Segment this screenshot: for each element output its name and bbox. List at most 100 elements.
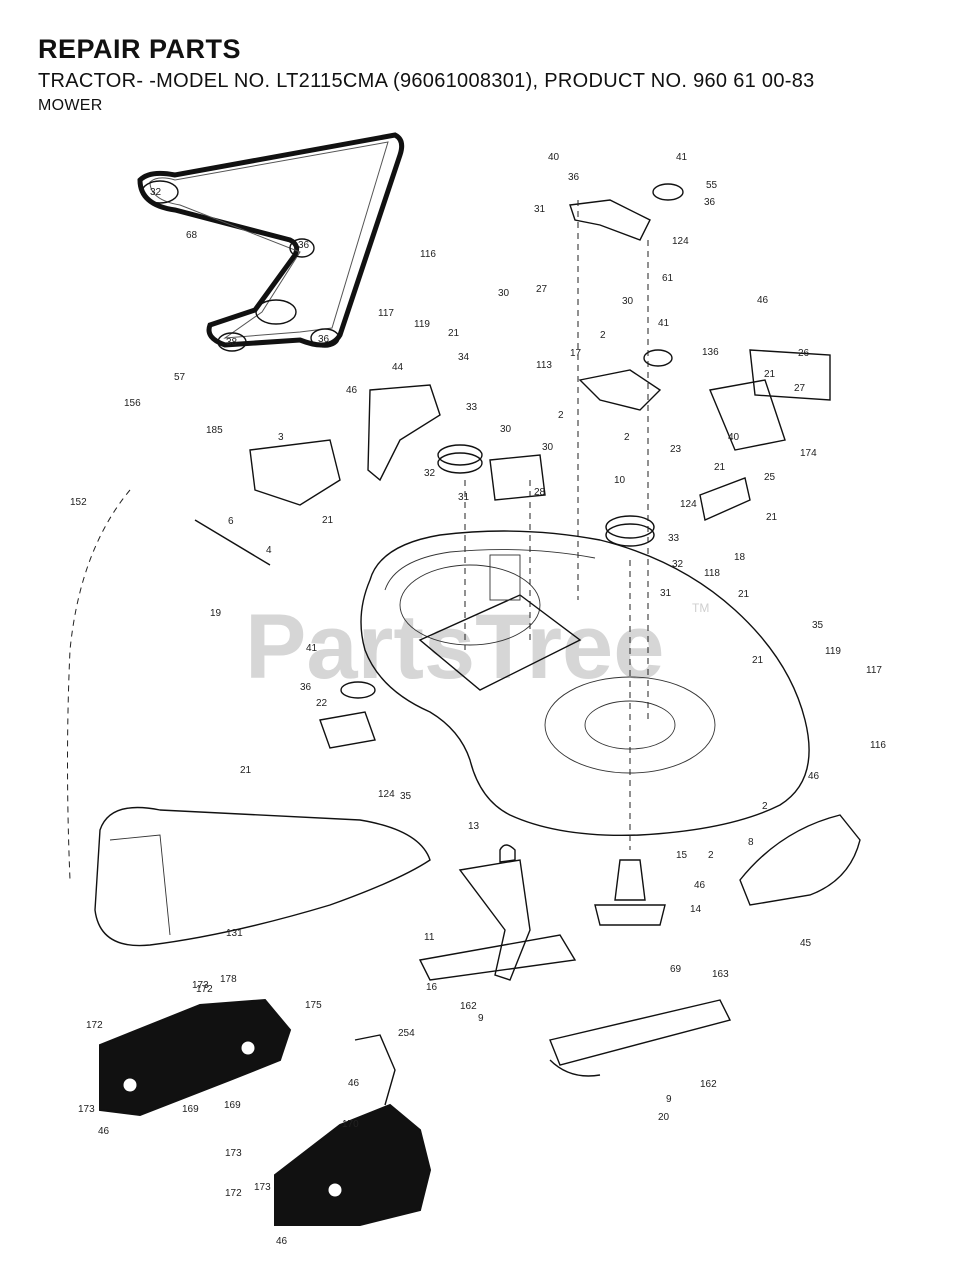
part-number-label: 169 [182, 1104, 199, 1115]
part-number-label: 32 [424, 468, 436, 479]
part-number-label: 45 [800, 938, 812, 949]
part-number-label: 21 [322, 515, 334, 526]
part-number-label: 46 [346, 385, 358, 396]
pulleys [340, 183, 684, 699]
part-number-label: 2 [600, 330, 606, 341]
part-number-label: 33 [466, 402, 478, 413]
part-number-label: 33 [668, 533, 680, 544]
part-number-label: 8 [748, 837, 754, 848]
part-number-label: 4 [266, 545, 272, 556]
part-number-label: 10 [614, 475, 626, 486]
part-number-label: 36 [704, 197, 716, 208]
part-number-label: 41 [676, 152, 688, 163]
part-number-label: 15 [676, 850, 688, 861]
part-number-label: 69 [670, 964, 682, 975]
part-number-label: 30 [542, 442, 554, 453]
part-number-label: 116 [870, 740, 886, 751]
model-number-line: TRACTOR- -MODEL NO. LT2115CMA (960610083… [38, 70, 815, 92]
part-number-label: 32 [672, 559, 684, 570]
part-number-label: 21 [738, 589, 750, 600]
part-number-label: 20 [658, 1112, 670, 1123]
part-number-label: 156 [124, 398, 141, 409]
part-number-label: 28 [534, 487, 546, 498]
part-number-label: 18 [734, 552, 746, 563]
part-number-label: 2 [762, 801, 768, 812]
part-number-label: 46 [276, 1236, 288, 1247]
part-number-label: 162 [700, 1079, 717, 1090]
part-number-label: 124 [672, 236, 689, 247]
part-number-label: 21 [752, 655, 764, 666]
part-number-label: 31 [534, 204, 546, 215]
page-title: REPAIR PARTS [38, 34, 242, 64]
part-number-label: 55 [706, 180, 718, 191]
part-number-label: 31 [660, 588, 672, 599]
part-number-label: 173 [192, 980, 209, 991]
part-number-label: 173 [78, 1104, 95, 1115]
part-number-label: 40 [548, 152, 560, 163]
part-number-label: 21 [240, 765, 252, 776]
part-number-label: 6 [228, 516, 234, 527]
part-number-label: 22 [316, 698, 328, 709]
part-number-label: 21 [714, 462, 726, 473]
part-number-label: 21 [448, 328, 460, 339]
part-number-label: 30 [622, 296, 634, 307]
part-number-label: 169 [224, 1100, 241, 1111]
brackets [194, 199, 831, 749]
part-number-label: 31 [458, 492, 470, 503]
watermark-tm: TM [692, 601, 709, 615]
part-number-label: 27 [536, 284, 548, 295]
part-number-label: 185 [206, 425, 223, 436]
part-number-label: 34 [458, 352, 470, 363]
part-number-label: 14 [690, 904, 702, 915]
part-number-label: 68 [186, 230, 198, 241]
part-number-label: 173 [225, 1148, 242, 1159]
part-number-label: 124 [680, 499, 697, 510]
part-number-label: 152 [70, 497, 87, 508]
alignment-lines [464, 200, 649, 850]
spindle-and-blades [418, 844, 732, 1077]
part-number-label: 170 [342, 1119, 359, 1130]
part-number-label: 30 [498, 288, 510, 299]
part-number-label: 175 [305, 1000, 322, 1011]
part-number-label: 163 [712, 969, 729, 980]
part-number-label: 172 [196, 984, 213, 995]
part-number-label: 35 [400, 791, 412, 802]
part-number-label: 38 [226, 337, 238, 348]
drive-belt [137, 132, 405, 352]
part-number-label: 36 [298, 240, 310, 251]
part-number-label: 46 [694, 880, 706, 891]
part-number-label: 44 [392, 362, 404, 373]
section-label: MOWER [38, 97, 103, 114]
part-number-label: 57 [174, 372, 186, 383]
part-number-label: 40 [728, 432, 740, 443]
part-number-label: 117 [866, 665, 882, 676]
part-number-label: 46 [348, 1078, 360, 1089]
control-cable [67, 489, 131, 881]
part-number-label: 162 [460, 1001, 477, 1012]
part-number-label: 124 [378, 789, 395, 800]
part-number-label: 174 [800, 448, 817, 459]
part-number-label: 116 [420, 249, 436, 260]
part-number-callouts: 40 4 136 55 31 36 68 32 36 38 36 116 117 119 30 27 30 6 11… [70, 152, 886, 1247]
part-number-label: 36 [318, 334, 330, 345]
part-number-label: 119 [825, 646, 841, 657]
part-number-label: 136 [702, 347, 719, 358]
part-number-label: 21 [764, 369, 776, 380]
part-number-label: 46 [98, 1126, 110, 1137]
mulch-covers [99, 998, 432, 1226]
discharge-chute [94, 806, 861, 947]
part-number-label: 254 [398, 1028, 415, 1039]
part-number-label: 32 [150, 187, 162, 198]
part-number-label: 46 [757, 295, 769, 306]
part-number-label: 41 [658, 318, 670, 329]
part-number-label: 178 [220, 974, 237, 985]
part-number-label: 46 [808, 771, 820, 782]
part-number-label: 2 [624, 432, 630, 443]
part-number-label: 21 [766, 512, 778, 523]
part-number-label: 16 [426, 982, 438, 993]
part-number-label: 118 [704, 568, 720, 579]
part-number-label: 35 [812, 620, 824, 631]
part-number-label: 27 [794, 383, 806, 394]
part-number-label: 13 [468, 821, 480, 832]
